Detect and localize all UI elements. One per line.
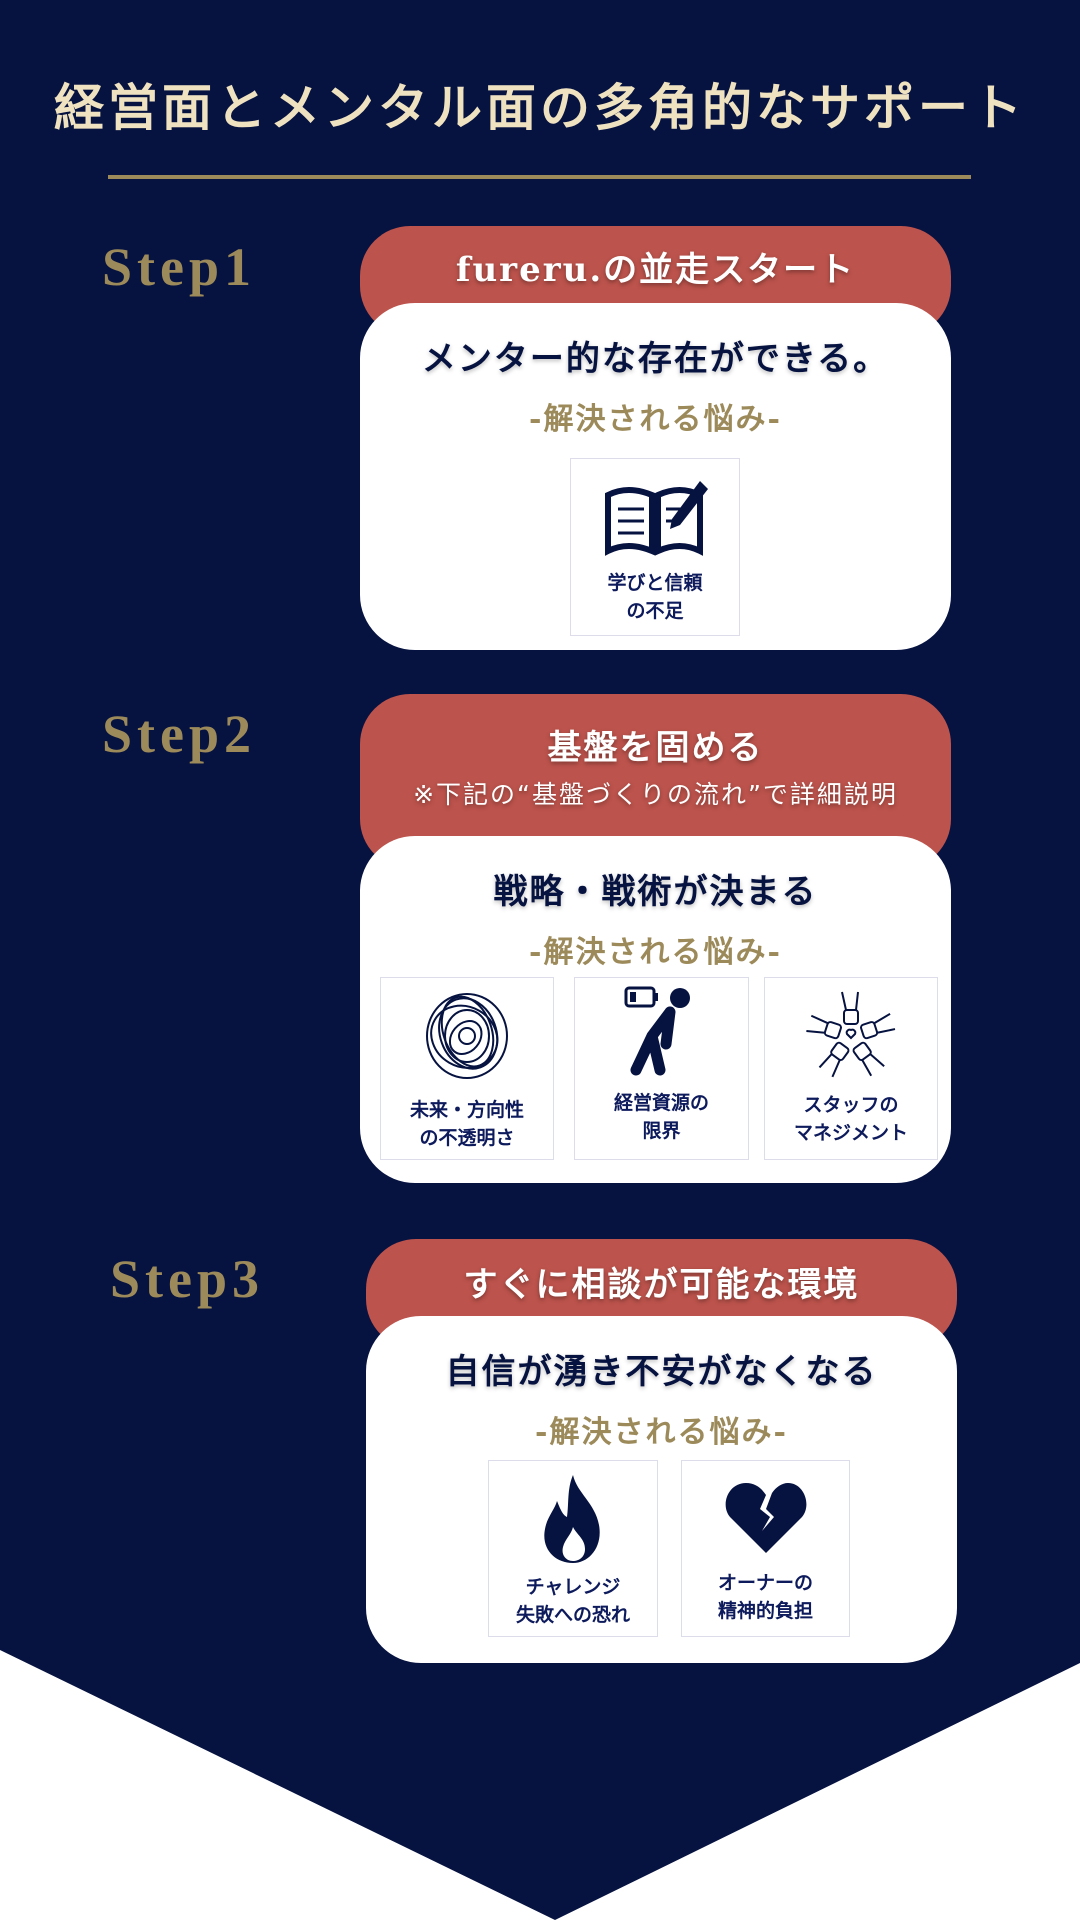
flame-icon (544, 1475, 600, 1563)
problem-label: スタッフの (803, 1094, 899, 1116)
book-pen-icon (605, 481, 708, 556)
problem-card: 未来・方向性の不透明さ (380, 977, 554, 1160)
problem-label: 限界 (642, 1120, 681, 1142)
step1-label: Step1 (102, 237, 257, 297)
step3-heading: 自信が湧き不安がなくなる (445, 1352, 878, 1392)
problem-card: 経営資源の限界 (574, 977, 749, 1160)
title-divider (108, 175, 971, 179)
problem-card: チャレンジ失敗への恐れ (488, 1460, 658, 1637)
step2-tag: -解決される悩み- (529, 935, 782, 970)
step3-tag: -解決される悩み- (535, 1415, 788, 1450)
step3-card: 自信が湧き不安がなくなる -解決される悩み- (366, 1316, 957, 1663)
step3-label: Step3 (110, 1249, 265, 1309)
step2-label: Step2 (102, 704, 257, 764)
broken-heart-icon (725, 1483, 806, 1553)
tangled-scribble-icon (426, 993, 508, 1079)
problem-label: オーナーの (717, 1572, 813, 1594)
problem-card: オーナーの精神的負担 (681, 1460, 850, 1637)
problem-label: 失敗への恐れ (515, 1604, 630, 1626)
problem-label: 精神的負担 (717, 1600, 813, 1622)
hands-together-icon (806, 991, 896, 1078)
step2-note: ※下記の“基盤づくりの流れ”で詳細説明 (413, 780, 898, 809)
problem-label: の不足 (626, 600, 684, 622)
tired-person-low-battery-icon (624, 986, 690, 1076)
problem-label: チャレンジ (525, 1576, 621, 1598)
step2-heading: 戦略・戦術が決まる (493, 872, 818, 912)
step1-tag: -解決される悩み- (529, 402, 782, 437)
problem-label: 未来・方向性 (409, 1099, 524, 1121)
problem-label: マネジメント (793, 1122, 908, 1144)
problem-label: の不透明さ (419, 1127, 515, 1149)
step1-heading: メンター的な存在ができる。 (421, 339, 890, 379)
step2-header-title: 基盤を固める (547, 728, 764, 768)
problem-label: 経営資源の (613, 1092, 709, 1114)
page-title: 経営面とメンタル面の多角的なサポート (54, 78, 1026, 137)
problem-label: 学びと信頼 (607, 572, 703, 594)
problem-card: スタッフのマネジメント (764, 977, 938, 1160)
problem-card: 学びと信頼の不足 (570, 458, 740, 636)
